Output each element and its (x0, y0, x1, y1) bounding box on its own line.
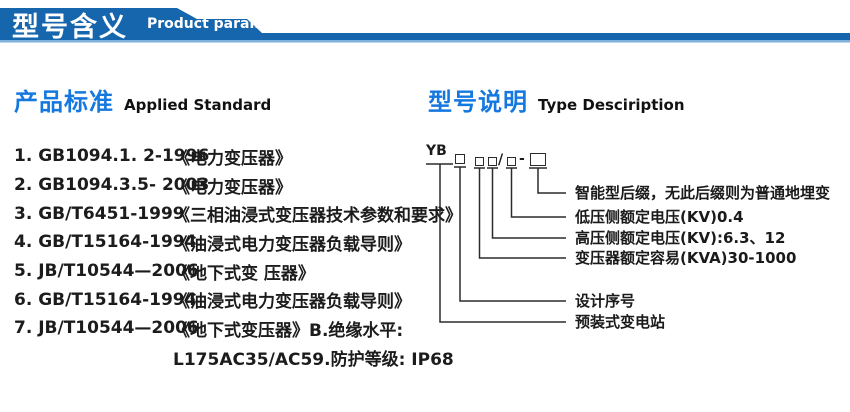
type-description-heading: 型号说明 Type Desciription (428, 82, 685, 117)
standard-code: 2. GB1094.3.5- 2003 (14, 175, 210, 196)
standard-code: 4. GB/T15164-1994 (14, 232, 197, 253)
applied-standard-heading: 产品标准 Applied Standard (14, 82, 271, 117)
standards-list: 1. GB1094.1. 2-1996 《电力变压器》 2. GB1094.3.… (14, 142, 462, 372)
standard-title: 《电力变压器》 (173, 177, 292, 198)
diagram-label: 设计序号 (575, 292, 636, 310)
list-item-continuation: L175AC35/AC59.防护等级: IP68 (173, 349, 454, 370)
model-box (530, 153, 546, 166)
list-item: 3. GB/T6451-1999 《三相油浸式变压器技术参数和要求》 (14, 199, 462, 228)
diagram-label: 高压侧额定电压(KV):6.3、12 (575, 229, 786, 247)
list-item: 1. GB1094.1. 2-1996 《电力变压器》 (14, 142, 444, 171)
page-title: 型号含义 (12, 12, 128, 43)
type-description-heading-zh: 型号说明 (428, 88, 528, 116)
diagram-label: 预装式变电站 (575, 313, 666, 331)
page-subtitle: Product parameters (147, 16, 305, 32)
connector-lines (426, 163, 566, 323)
model-box (475, 157, 484, 166)
list-item: 2. GB1094.3.5- 2003 《电力变压器》 (14, 171, 444, 200)
diagram-label: 变压器额定容易(KVA)30-1000 (575, 249, 797, 267)
applied-standard-heading-zh: 产品标准 (14, 88, 114, 116)
standard-title: 《地下式变 压器》 (173, 263, 315, 284)
applied-standard-heading-en: Applied Standard (124, 96, 272, 114)
type-description-heading-en: Type Desciription (538, 96, 685, 114)
standard-title: 《地下式变压器》B.绝缘水平: (173, 320, 404, 341)
standard-title: 《油浸式电力变压器负载导则》 (173, 292, 411, 313)
standard-title: 《三相油浸式变压器技术参数和要求》 (173, 206, 462, 227)
standard-title: 《电力变压器》 (173, 148, 292, 169)
banner-shape (0, 8, 850, 43)
diagram-label: 低压侧额定电压(KV)0.4 (575, 208, 744, 226)
model-box (507, 157, 516, 166)
model-prefix: YB (426, 143, 447, 159)
standard-code: 6. GB/T15164-1994 (14, 289, 197, 310)
standard-code: 1. GB1094.1. 2-1996 (14, 146, 210, 167)
model-separator-slash: / (498, 152, 504, 168)
standard-code: 3. GB/T6451-1999 (14, 203, 185, 224)
diagram-label: 智能型后缀，无此后缀则为普通地埋变 (575, 184, 831, 202)
model-box (455, 154, 465, 164)
model-separator-dash: - (519, 151, 525, 167)
model-code-diagram: YB / - 智能型后缀，无此后缀则为普通地埋变 低压侧额定电压(KV)0.4 … (420, 140, 850, 350)
list-item: 4. GB/T15164-1994 《油浸式电力变压器负载导则》 (14, 228, 444, 257)
model-box (488, 157, 497, 166)
standard-title: 《油浸式电力变压器负载导则》 (173, 234, 411, 255)
list-item: 7. JB/T10544—2006 《地下式变压器》B.绝缘水平: (14, 314, 444, 343)
list-item: 5. JB/T10544—2006 《地下式变 压器》 (14, 257, 444, 286)
list-item: 6. GB/T15164-1994 《油浸式电力变压器负载导则》 (14, 285, 444, 314)
standard-code: 7. JB/T10544—2006 (14, 318, 199, 339)
standard-code: 5. JB/T10544—2006 (14, 261, 199, 282)
